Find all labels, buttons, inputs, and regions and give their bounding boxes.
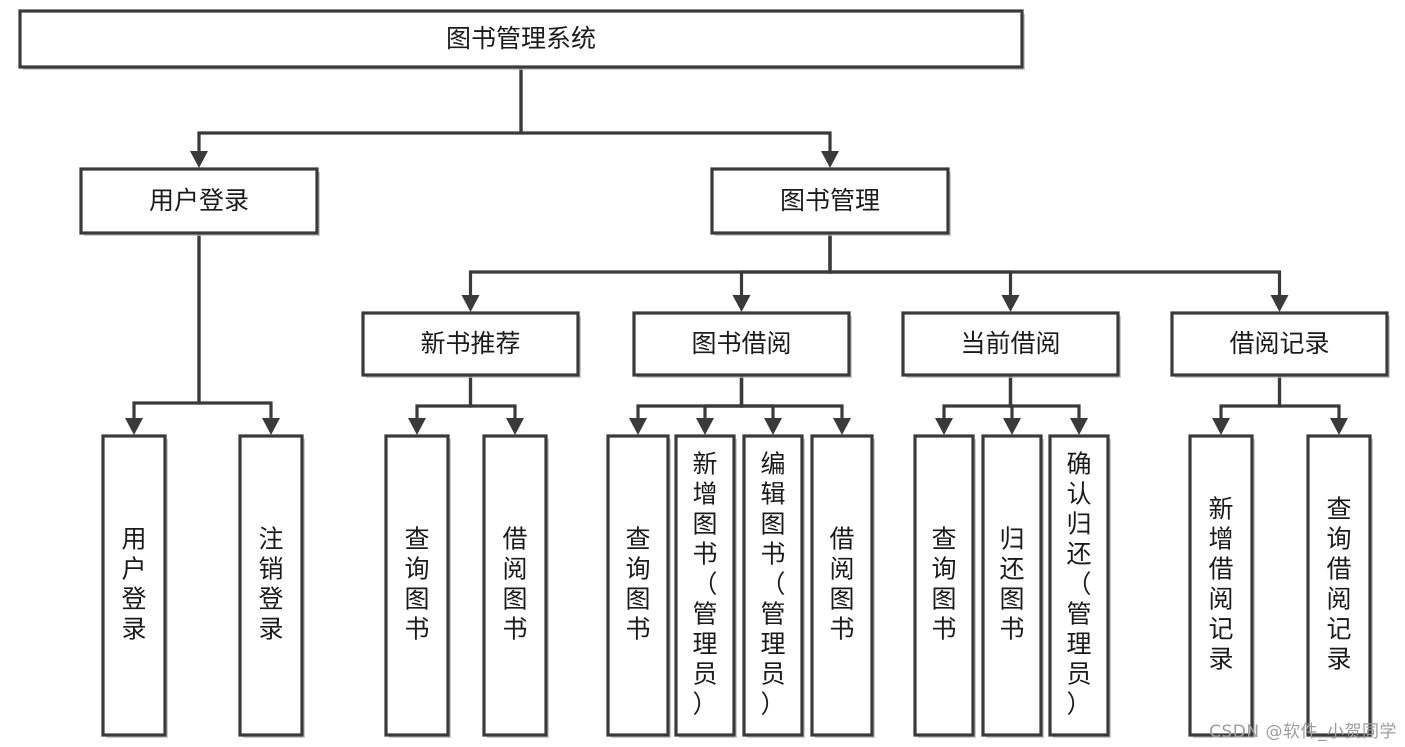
node-label: 查询图书 [625, 525, 650, 644]
node-label: 新书推荐 [420, 329, 520, 358]
node-box[interactable] [1188, 434, 1254, 737]
nodes-layer: 图书管理系统用户登录图书管理新书推荐图书借阅当前借阅借阅记录用户登录注销登录查询… [18, 9, 1390, 738]
node-box[interactable] [901, 311, 1120, 377]
arrowhead-icon [190, 151, 208, 168]
node-label: 新增借阅记录 [1208, 495, 1233, 674]
node-box[interactable] [810, 434, 874, 737]
node-label: 用户登录 [149, 186, 249, 215]
node-c-search[interactable]: 查询图书 [913, 434, 976, 738]
node-label: 图书管理系统 [446, 24, 596, 53]
arrowhead-icon [1212, 418, 1230, 435]
node-n-borrow[interactable]: 借阅图书 [482, 434, 549, 738]
node-label: 借阅记录 [1229, 329, 1329, 358]
node-c-confirm[interactable]: 确认归还（管理员） [1048, 434, 1111, 738]
node-label: 借阅图书 [502, 525, 527, 644]
node-box[interactable] [606, 434, 670, 737]
connector-login-to-l-logout [197, 233, 280, 435]
node-label: 图书借阅 [691, 329, 791, 358]
node-login[interactable]: 用户登录 [79, 167, 320, 236]
arrowhead-icon [833, 418, 851, 435]
node-b-search[interactable]: 查询图书 [606, 434, 671, 738]
node-l-logout[interactable]: 注销登录 [238, 434, 305, 738]
connector-root-to-login [190, 67, 523, 168]
node-box[interactable] [632, 311, 851, 377]
node-l-login[interactable]: 用户登录 [101, 434, 168, 738]
arrowhead-icon [821, 151, 839, 168]
node-box[interactable] [674, 434, 736, 737]
node-box[interactable] [238, 434, 304, 737]
connector-bookmgmt-to-records [828, 233, 1289, 312]
node-label: 当前借阅 [960, 329, 1060, 358]
node-box[interactable] [384, 434, 450, 737]
node-label: 用户登录 [121, 525, 146, 644]
node-n-search[interactable]: 查询图书 [384, 434, 451, 738]
node-label: 查询图书 [404, 525, 429, 644]
csdn-watermark: CSDN @软件_小贺同学 [1209, 722, 1397, 742]
node-bookmgmt[interactable]: 图书管理 [710, 167, 951, 236]
node-r-add[interactable]: 新增借阅记录 [1188, 434, 1255, 738]
node-box[interactable] [361, 311, 580, 377]
node-box[interactable] [482, 434, 548, 737]
node-label: 编辑图书（管理员） [760, 450, 785, 719]
connector-bookmgmt-to-borrow [732, 233, 832, 312]
node-label: 归还图书 [999, 525, 1024, 644]
node-box[interactable] [1048, 434, 1110, 737]
node-b-lend[interactable]: 借阅图书 [810, 434, 875, 738]
node-box[interactable] [101, 434, 167, 737]
arrowhead-icon [629, 418, 647, 435]
arrowhead-icon [262, 418, 280, 435]
arrowhead-icon [506, 418, 524, 435]
node-box[interactable] [1306, 434, 1372, 737]
node-label: 查询图书 [931, 525, 956, 644]
arrowhead-icon [1070, 418, 1088, 435]
node-box[interactable] [79, 167, 319, 235]
node-c-return[interactable]: 归还图书 [981, 434, 1044, 738]
connector-newrec-to-n-search [408, 375, 473, 435]
node-r-query[interactable]: 查询借阅记录 [1306, 434, 1373, 738]
node-label: 注销登录 [258, 525, 283, 644]
arrowhead-icon [1003, 418, 1021, 435]
node-box[interactable] [742, 434, 804, 737]
connector-root-to-bookmgmt [519, 67, 839, 168]
node-label: 借阅图书 [829, 525, 854, 644]
connector-newrec-to-n-borrow [468, 375, 524, 435]
arrowhead-icon [461, 295, 480, 312]
arrowhead-icon [764, 418, 782, 435]
node-b-add[interactable]: 新增图书（管理员） [674, 434, 737, 738]
connector-records-to-r-query [1277, 375, 1348, 435]
arrowhead-icon [125, 418, 143, 435]
node-borrow[interactable]: 图书借阅 [632, 311, 852, 378]
node-current[interactable]: 当前借阅 [901, 311, 1121, 378]
arrowhead-icon [935, 418, 953, 435]
node-records[interactable]: 借阅记录 [1170, 311, 1390, 378]
node-root[interactable]: 图书管理系统 [18, 9, 1025, 70]
arrowhead-icon [1330, 418, 1348, 435]
node-box[interactable] [913, 434, 975, 737]
node-label: 查询借阅记录 [1326, 495, 1351, 674]
node-newrec[interactable]: 新书推荐 [361, 311, 581, 378]
connector-current-to-c-search [935, 375, 1013, 435]
node-box[interactable] [981, 434, 1043, 737]
arrowhead-icon [1270, 295, 1289, 312]
node-box[interactable] [710, 167, 950, 235]
node-box[interactable] [18, 9, 1024, 69]
node-b-edit[interactable]: 编辑图书（管理员） [742, 434, 805, 738]
connector-records-to-r-add [1212, 375, 1282, 435]
node-label: 图书管理 [780, 186, 880, 215]
arrowhead-icon [1001, 295, 1020, 312]
connector-login-to-l-login [125, 233, 201, 435]
connector-borrow-to-b-lend [739, 375, 851, 435]
node-label: 新增图书（管理员） [692, 450, 717, 719]
node-box[interactable] [1170, 311, 1389, 377]
node-label: 确认归还（管理员） [1066, 450, 1091, 719]
arrowhead-icon [732, 295, 751, 312]
connector-current-to-c-confirm [1008, 375, 1088, 435]
arrowhead-icon [408, 418, 426, 435]
arrowhead-icon [696, 418, 714, 435]
edges-layer [125, 67, 1348, 435]
